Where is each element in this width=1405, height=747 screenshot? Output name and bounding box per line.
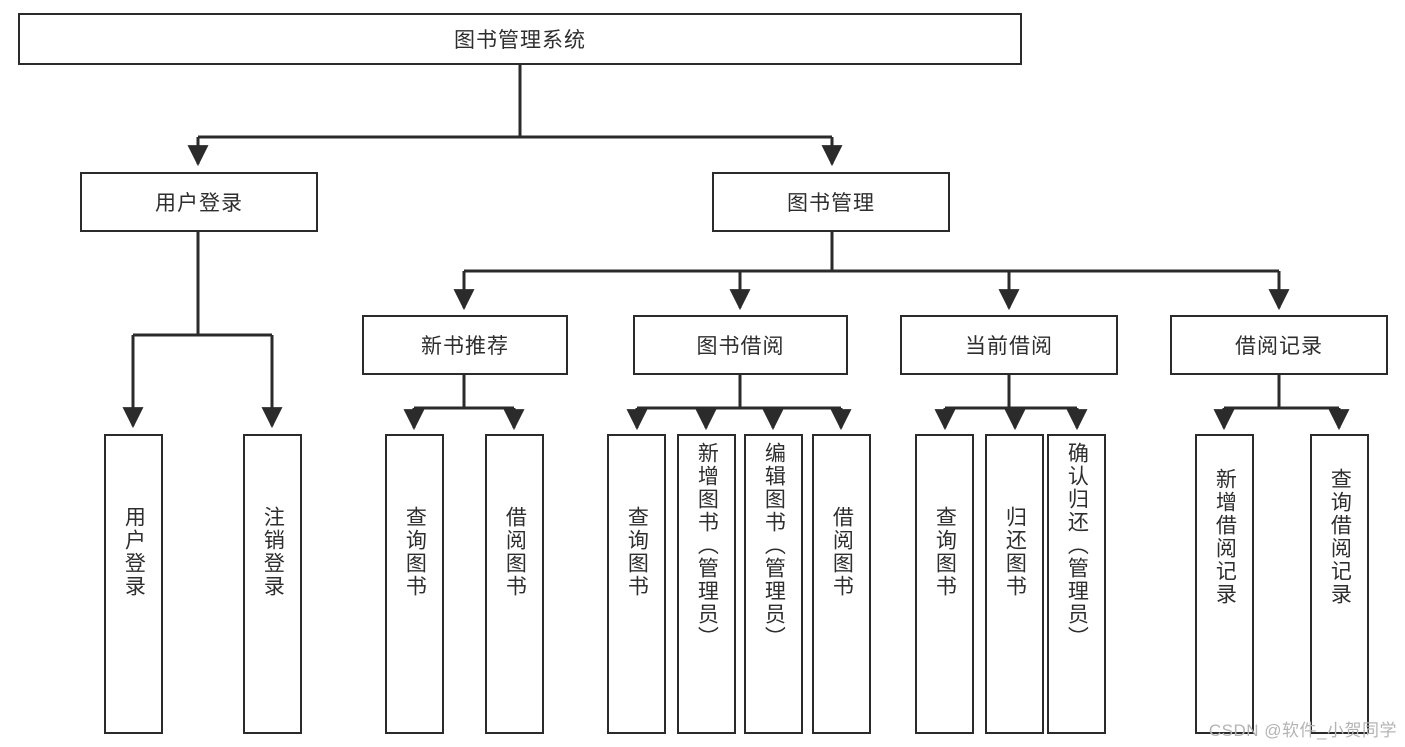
leaf-book-borrow-query-book[interactable]: 查询图书	[607, 434, 666, 734]
node-label: 图书借阅	[696, 335, 785, 358]
leaf-book-borrow-borrow-book[interactable]: 借阅图书	[812, 434, 871, 734]
leaf-current-borrow-confirm-return-admin[interactable]: 确认归还（管理员）	[1047, 434, 1106, 734]
leaf-book-borrow-edit-book-admin[interactable]: 编辑图书（管理员）	[744, 434, 803, 734]
leaf-label: 确认归还（管理员）	[1065, 442, 1089, 649]
node-root-book-management-system[interactable]: 图书管理系统	[18, 13, 1022, 65]
leaf-label: 新增图书（管理员）	[695, 442, 719, 649]
leaf-label: 编辑图书（管理员）	[762, 442, 786, 649]
leaf-new-book-query-book[interactable]: 查询图书	[385, 434, 444, 734]
leaf-label: 归还图书	[1003, 506, 1027, 598]
leaf-borrow-record-add-record[interactable]: 新增借阅记录	[1195, 434, 1254, 734]
node-new-book-recommend[interactable]: 新书推荐	[362, 315, 568, 375]
node-book-borrow[interactable]: 图书借阅	[633, 315, 848, 375]
leaf-label: 新增借阅记录	[1213, 468, 1237, 606]
leaf-borrow-record-query-record[interactable]: 查询借阅记录	[1310, 434, 1369, 734]
leaf-label: 注销登录	[261, 506, 285, 598]
leaf-label: 查询图书	[933, 506, 957, 598]
leaf-label: 借阅图书	[830, 506, 854, 598]
node-label: 图书管理系统	[454, 29, 586, 52]
leaf-label: 查询图书	[403, 506, 427, 598]
leaf-label: 查询借阅记录	[1328, 468, 1352, 606]
node-label: 借阅记录	[1235, 335, 1323, 358]
node-label: 用户登录	[155, 192, 243, 215]
watermark-text: CSDN @软件_小贺同学	[1208, 721, 1397, 740]
leaf-label: 查询图书	[625, 506, 649, 598]
leaf-label: 借阅图书	[503, 506, 527, 598]
leaf-user-login-logout[interactable]: 注销登录	[243, 434, 302, 734]
node-label: 当前借阅	[965, 335, 1053, 358]
leaf-new-book-borrow-book[interactable]: 借阅图书	[485, 434, 544, 734]
node-book-management[interactable]: 图书管理	[712, 172, 950, 232]
leaf-current-borrow-query-book[interactable]: 查询图书	[915, 434, 974, 734]
node-current-borrow[interactable]: 当前借阅	[900, 315, 1118, 375]
leaf-label: 用户登录	[122, 506, 146, 598]
leaf-current-borrow-return-book[interactable]: 归还图书	[985, 434, 1044, 734]
node-borrow-record[interactable]: 借阅记录	[1170, 315, 1388, 375]
node-label: 新书推荐	[421, 335, 509, 358]
leaf-user-login-login[interactable]: 用户登录	[104, 434, 163, 734]
node-label: 图书管理	[787, 192, 875, 215]
node-user-login[interactable]: 用户登录	[80, 172, 318, 232]
leaf-book-borrow-add-book-admin[interactable]: 新增图书（管理员）	[677, 434, 736, 734]
